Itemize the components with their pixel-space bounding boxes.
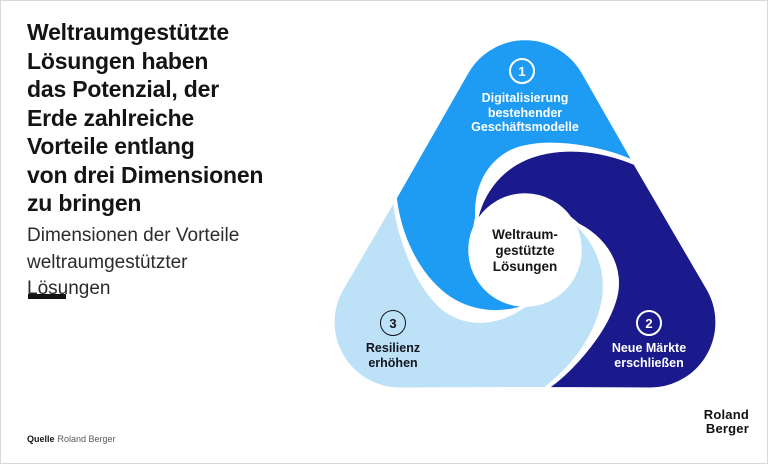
segment-1-label: Digitalisierung bestehender Geschäftsmod… [471,91,579,134]
roland-berger-logo: Roland Berger [703,407,749,436]
segment-3-shape [331,196,607,391]
segment-2-label: Neue Märkte erschließen [611,341,687,370]
segment-3-number-badge: 3 [380,310,406,336]
segment-1-number: 1 [518,63,526,79]
segment-2-number-badge: 2 [636,310,662,336]
title-underline-dash [28,294,66,299]
source-label: Quelle [27,434,55,444]
page-title: Weltraumgestützte Lösungen haben das Pot… [27,19,264,216]
center-circle [469,194,581,306]
diagram-center-label: Weltraum- gestützte Lösungen [492,227,558,274]
segment-1-number-badge: 1 [509,58,535,84]
segment-3-number: 3 [389,315,397,331]
page-subtitle: Dimensionen der Vorteile weltraumgestütz… [27,225,240,299]
source-value: Roland Berger [57,434,116,444]
segment-2-number: 2 [645,315,653,331]
segment-3-label: Resilienz erhöhen [365,341,421,370]
